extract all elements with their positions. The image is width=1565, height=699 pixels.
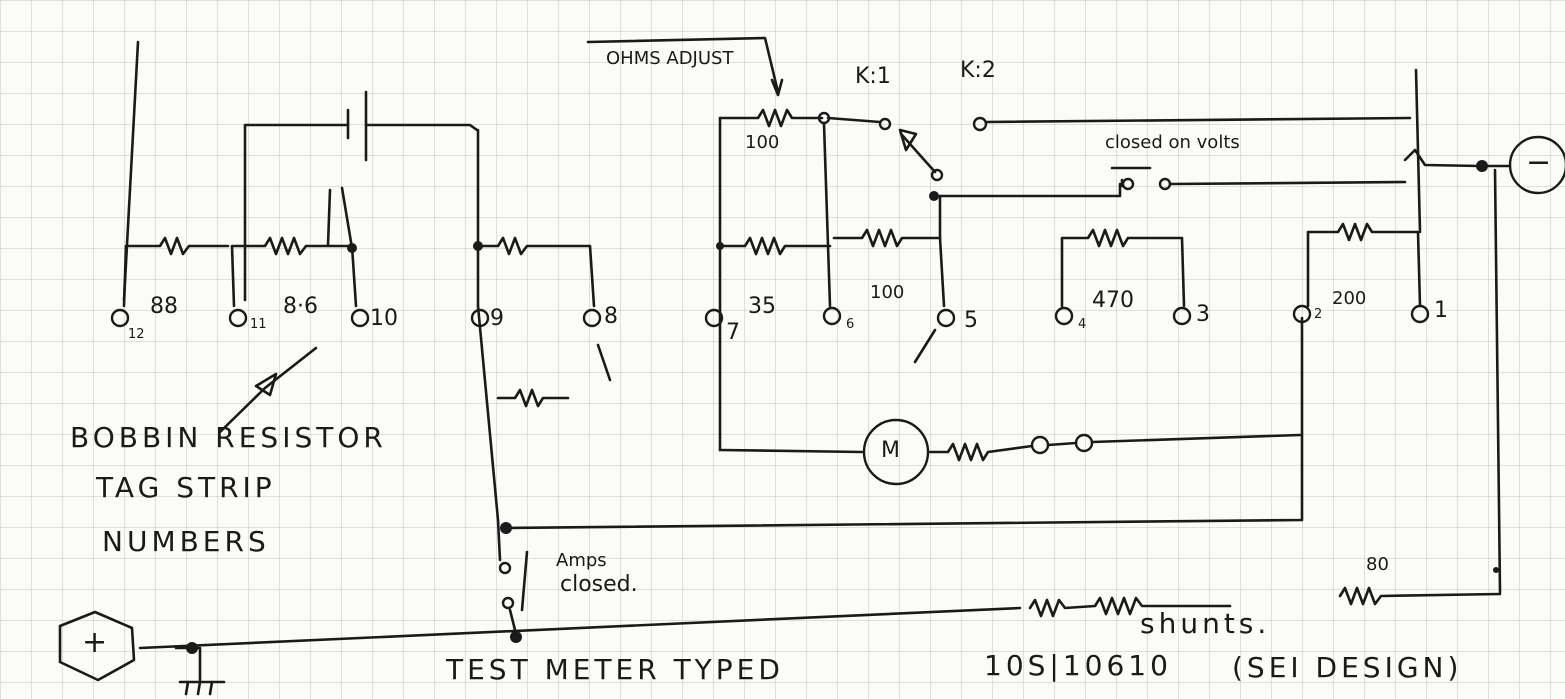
tag-4-label: 4 [1078, 317, 1087, 332]
tag-12-label: 12 [128, 327, 145, 342]
ohms-adjust-circuit [586, 36, 1412, 452]
tag-2-label: 2 [1314, 307, 1323, 322]
tag-8-label: 8 [604, 304, 618, 329]
legend-line-1: BOBBIN RESISTOR [70, 421, 387, 454]
ohms-adjust-value: 100 [745, 132, 780, 153]
closed-on-volts-label: closed on volts [1105, 132, 1240, 153]
shunt-circuit [58, 304, 1502, 696]
legend-arrowhead [254, 372, 278, 397]
model-number: 10S|10610 [984, 649, 1172, 682]
positive-terminal-label: + [82, 625, 108, 660]
ohms-adjust-label: OHMS ADJUST [606, 48, 734, 69]
designer-note: (SEI DESIGN) [1232, 651, 1463, 684]
switch-k1-label: K:1 [855, 64, 891, 89]
resistor-200-value: 200 [1332, 288, 1367, 309]
meter-movement-branch [718, 418, 1302, 486]
tag-6-label: 6 [846, 317, 855, 332]
battery-wiring [122, 40, 479, 302]
negative-terminal-circle [1508, 135, 1565, 195]
shunt-80-value: 80 [1366, 554, 1389, 575]
range-resistors [716, 194, 1186, 364]
resistor-35-value: 35 [748, 294, 776, 319]
tag-terminals [110, 304, 1430, 328]
switch-k2-label: K:2 [960, 58, 996, 83]
resistor-470-value: 470 [1092, 288, 1134, 313]
tag-3-label: 3 [1196, 302, 1210, 327]
tag-11-label: 11 [250, 317, 267, 332]
motor-symbol-label: M [881, 438, 900, 463]
legend-line-3: NUMBERS [102, 525, 270, 558]
tag-7-label: 7 [726, 320, 740, 345]
shunts-label: shunts. [1140, 607, 1271, 640]
resistor-100-value: 100 [870, 282, 905, 303]
negative-terminal-label: − [1526, 145, 1552, 180]
tag-9-label: 9 [490, 306, 504, 331]
right-branch [503, 68, 1512, 594]
diagram-title: TEST METER TYPED [446, 653, 784, 686]
legend-line-2: TAG STRIP [96, 471, 276, 504]
legend-arrow [218, 346, 318, 434]
resistor-88-value: 88 [150, 294, 178, 319]
amps-closed-line-1: Amps [556, 550, 607, 571]
amps-closed-line-2: closed. [560, 572, 638, 597]
resistor-8-6-value: 8·6 [283, 294, 318, 319]
tag-5-label: 5 [964, 308, 978, 333]
tag-1-label: 1 [1434, 298, 1448, 323]
bobbin-resistors [122, 128, 612, 408]
tag-10-label: 10 [370, 306, 398, 331]
